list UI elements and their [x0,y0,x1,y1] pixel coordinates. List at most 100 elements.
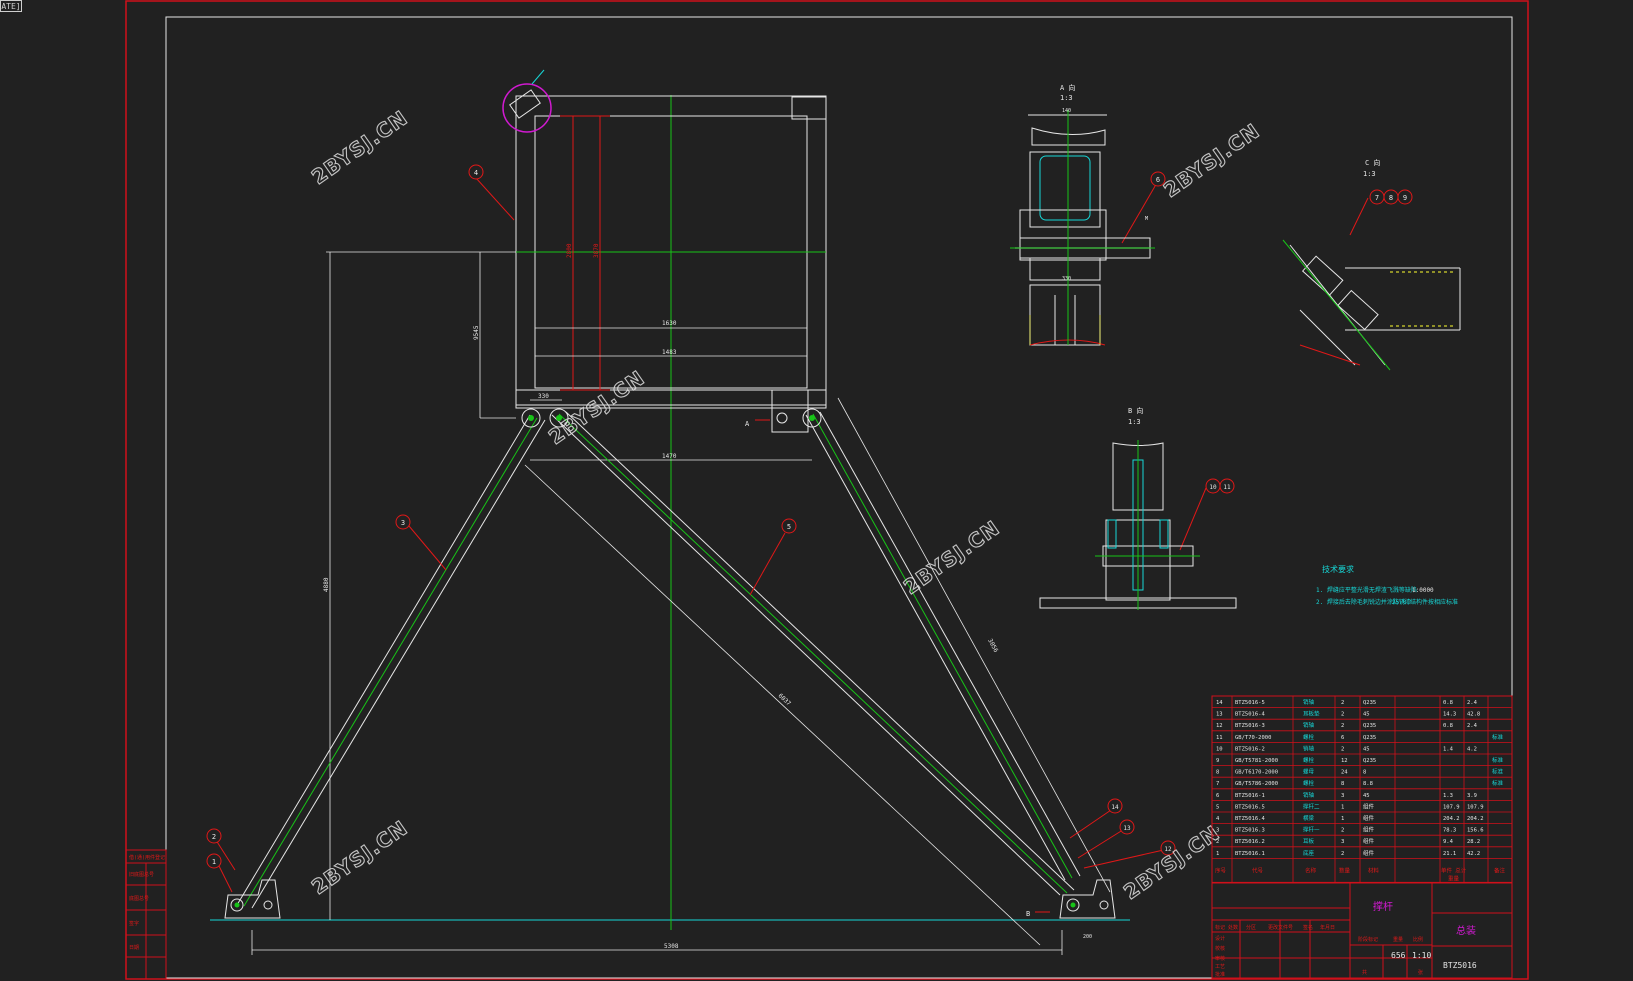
bom-cell-code: BTZ5016-4 [1235,712,1265,718]
dim-3870: 3870 [593,243,600,258]
view-b-title: B 向 [1128,406,1143,415]
bom-cell-mat: 组件 [1363,802,1375,810]
pin-bottom-right [1066,898,1080,912]
bom-cell-code: BTZ5016-2 [1235,746,1265,752]
dim-2800: 2800 [566,243,573,258]
dim-1470: 1470 [662,453,677,460]
balloon-7: 7 [1369,189,1385,205]
bom-cell-code: BTZ5016.3 [1235,828,1265,834]
bom-cell-no: 6 [1216,793,1219,799]
bom-cell-no: 8 [1216,770,1219,776]
view-b-section: B 向 1:3 [1039,406,1237,610]
svg-text:5: 5 [787,523,791,531]
bom-cell-name: 销轴 [1303,791,1315,799]
bom-cell-code: BTZ5016.1 [1235,851,1265,857]
bom-cell-qty: 12 [1341,758,1348,764]
svg-text:3: 3 [401,519,405,527]
bom-cell-mat: Q235 [1363,700,1376,706]
balloon-14: 14 [1107,798,1123,814]
bom-cell-mat: 组件 [1363,849,1375,857]
side-label-1: 校核 [1215,945,1225,952]
side-label-3: 工艺 [1215,964,1225,970]
bom-cell-w1: 0.8 [1443,723,1453,729]
svg-text:13: 13 [1123,825,1131,832]
bom-cell-w2: 28.2 [1467,839,1480,845]
bom-border [1211,695,1513,883]
balloon-10: 10 [1205,478,1221,494]
bom-cell-qty: 1 [1341,804,1344,810]
strip-label-5: 日期 [129,945,139,951]
watermark-1: 2BYSJ.CN [307,106,412,190]
bom-header-mat: 材料 [1368,866,1380,874]
leader-lines [213,177,1369,893]
bom-cell-code: BTZ5016.2 [1235,839,1265,845]
bom-cell-code: BTZ5016-5 [1235,700,1265,706]
strip-label-3: 底图总号 [129,895,149,902]
bom-cell-w1: 14.3 [1443,712,1456,718]
title-block-text: 撑杆 总装 BTZ5016 656 1:10 阶段标记 重量 比例 共 张 标记… [1215,900,1477,978]
dim-1483: 1483 [662,349,677,356]
watermark-3: 2BYSJ.CN [899,516,1004,600]
bom-cell-qty: 2 [1341,828,1344,834]
pin-top-right [802,408,822,428]
bom-cell-w2: 4.2 [1467,746,1477,752]
view-tab[interactable]: ATE] [0,0,22,12]
drawing-name: 撑杆 [1373,900,1393,913]
balloon-4: 4 [468,164,484,180]
bom-cell-no: 9 [1216,758,1219,764]
technical-notes: 技术要求 1. 焊缝应平整光滑无焊渣飞溅等缺陷 1:0000 2. 焊接后去除毛… [1316,564,1458,606]
bom-cell-w1: 1.4 [1443,746,1454,752]
bom-header-no: 序号 [1215,866,1227,874]
side-label-2: 审核 [1215,955,1225,962]
bom-cell-qty: 3 [1341,839,1344,845]
tech-note-1: 1. 焊缝应平整光滑无焊渣飞溅等缺陷 [1316,586,1417,594]
bom-cell-w1: 0.8 [1443,700,1453,706]
balloon-9: 9 [1397,189,1413,205]
bom-cell-code: BTZ5016.5 [1235,804,1265,810]
view-a-dim-side: M [1145,216,1148,222]
svg-text:7: 7 [1375,194,1379,202]
bom-cell-w2: 156.6 [1467,828,1484,834]
bom-cell-no: 4 [1216,816,1220,822]
drawing-code: BTZ5016 [1443,961,1477,970]
bom-cell-mat: Q235 [1363,735,1376,741]
balloon-8: 8 [1383,189,1399,205]
dim-5308: 5308 [664,943,679,950]
bom-cell-w2: 42.2 [1467,851,1480,857]
bom-cell-mat: 组件 [1363,814,1375,822]
bom-cell-mat: 45 [1363,712,1370,718]
row-label-4: 签名 [1303,924,1313,931]
bom-cell-code: GB/T5786-2000 [1235,781,1278,787]
bom-cell-note: 标准 [1492,756,1504,764]
bom-cell-no: 7 [1216,781,1219,787]
total-weight: 656 [1391,951,1406,960]
dim-4880: 4880 [323,577,330,592]
scale-label: 比例 [1413,936,1423,943]
bom-cell-name: 撑杆一 [1303,826,1320,834]
bom-cell-note: 标准 [1492,733,1504,741]
bom-cell-mat: 组件 [1363,826,1375,834]
svg-text:4: 4 [474,169,478,177]
bom-cell-name: 销轴 [1303,744,1315,752]
inner-frame [165,16,1513,979]
balloon-3: 3 [395,514,411,530]
bom-cell-code: BTZ5016-3 [1235,723,1265,729]
bom-cell-code: GB/T5781-2000 [1235,758,1278,764]
bom-cell-w1: 204.2 [1443,816,1460,822]
bom-cell-name: 销轴 [1303,721,1315,729]
bom-cell-qty: 1 [1341,816,1344,822]
bom-cell-qty: 3 [1341,793,1344,799]
bom-cell-mat: 8.8 [1363,781,1373,787]
bom-cell-no: 3 [1216,828,1219,834]
bom-cell-qty: 2 [1341,851,1344,857]
title-block [1211,882,1513,979]
view-arrow-b: B [1026,910,1030,918]
view-b-scale: 1:3 [1128,418,1141,426]
